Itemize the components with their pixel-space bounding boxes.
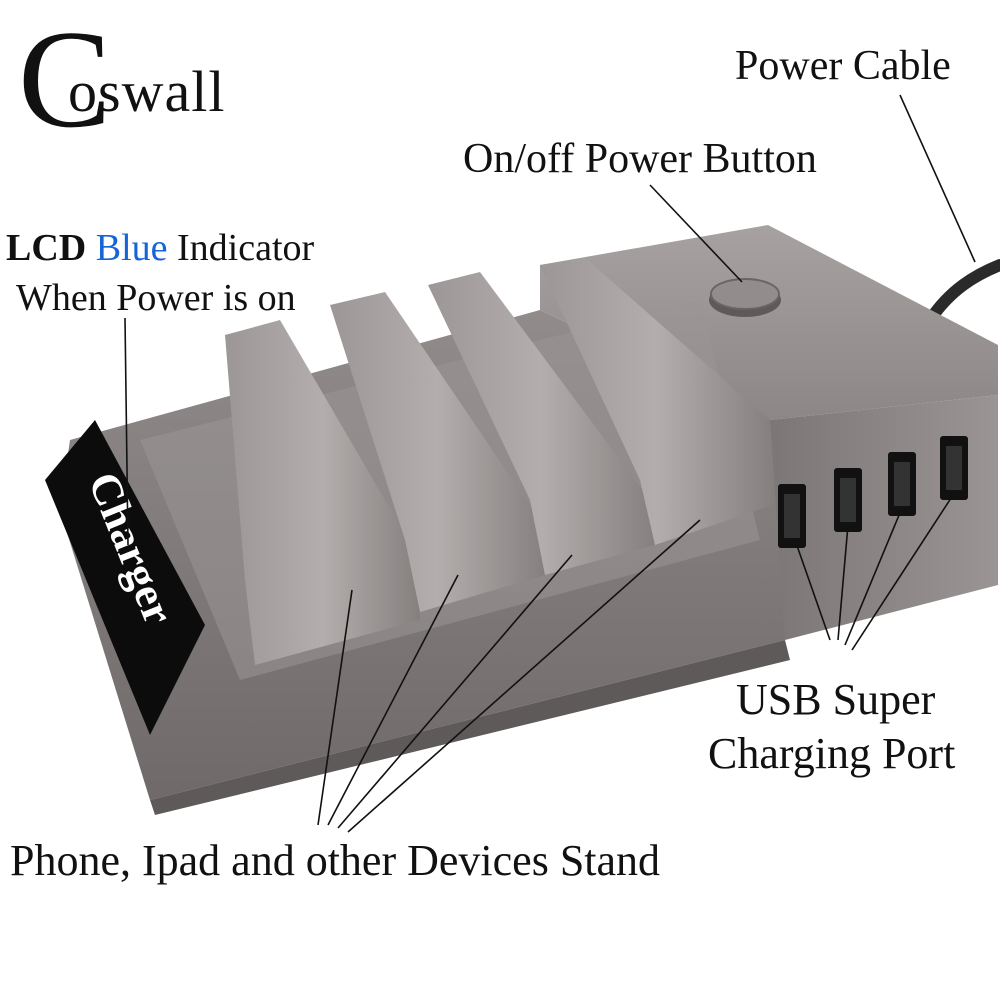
leader-power-cable bbox=[899, 94, 976, 263]
lcd-color-word: Blue bbox=[95, 227, 168, 269]
divider-4 bbox=[540, 258, 772, 545]
callout-lcd-line1: LCD Blue Indicator bbox=[6, 226, 314, 270]
leader-stand-3 bbox=[337, 554, 573, 829]
lcd-word: LCD bbox=[6, 227, 87, 269]
leader-stand-4 bbox=[347, 519, 701, 833]
leader-usb-3 bbox=[844, 507, 903, 646]
leader-power-button bbox=[649, 184, 743, 283]
power-cable bbox=[924, 259, 1000, 326]
divider-1 bbox=[225, 320, 420, 665]
leader-stand-2 bbox=[327, 574, 459, 826]
brand-logo: C oswall bbox=[18, 10, 248, 150]
leader-lines bbox=[124, 94, 976, 833]
divider-2 bbox=[330, 292, 545, 612]
callout-stand: Phone, Ipad and other Devices Stand bbox=[10, 836, 661, 885]
logo-initial: C bbox=[18, 2, 112, 157]
leader-usb-1 bbox=[794, 539, 831, 641]
usb-ports bbox=[778, 436, 968, 548]
leader-usb-2 bbox=[837, 524, 849, 641]
power-button-icon bbox=[710, 278, 780, 310]
power-block-top bbox=[540, 225, 998, 420]
divider-3 bbox=[428, 272, 655, 575]
callout-power-button: On/off Power Button bbox=[463, 136, 817, 182]
lcd-panel bbox=[45, 420, 205, 735]
callout-power-cable: Power Cable bbox=[735, 43, 951, 89]
leader-stand-1 bbox=[317, 589, 353, 826]
base-bottom-edge bbox=[150, 640, 790, 815]
callout-lcd-line2: When Power is on bbox=[16, 277, 296, 319]
leader-lcd bbox=[124, 317, 129, 546]
callout-usb-line1: USB Super bbox=[736, 675, 936, 724]
leader-usb-4 bbox=[851, 491, 956, 651]
logo-rest: oswall bbox=[68, 59, 226, 124]
lcd-rest: Indicator bbox=[177, 227, 315, 269]
callout-usb-line2: Charging Port bbox=[708, 729, 956, 778]
